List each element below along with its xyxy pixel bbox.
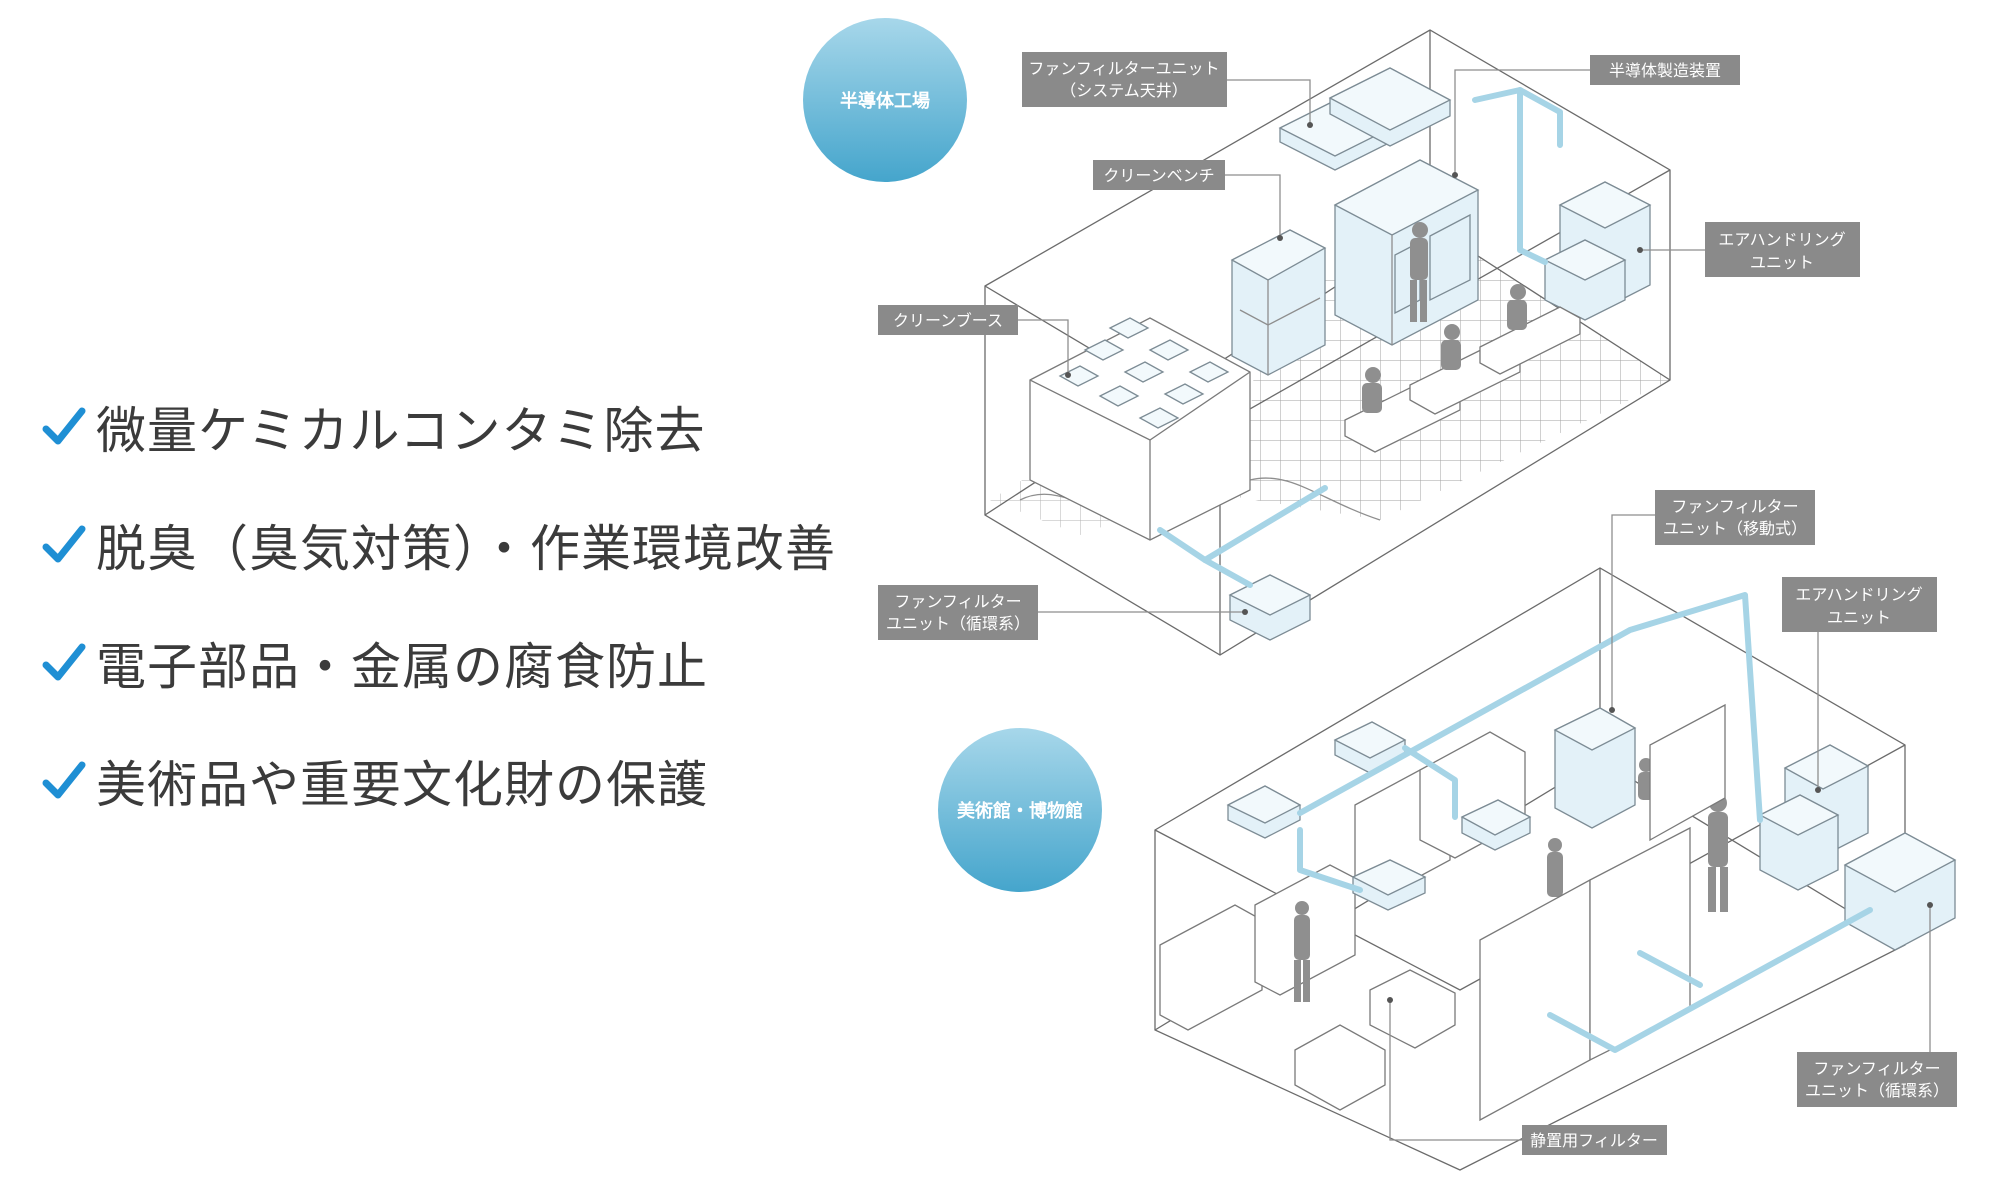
checkmark-icon xyxy=(42,407,86,445)
label-ahu-semiconductor-line1: エアハンドリング xyxy=(1718,230,1845,249)
checkmark-icon xyxy=(42,525,86,563)
semiconductor-topic-circle: 半導体工場 xyxy=(803,18,967,182)
label-ffu-ceiling-line1: ファンフィルターユニット xyxy=(1028,59,1219,78)
label-ffu-ceiling-line2: （システム天井） xyxy=(1060,81,1188,100)
museum-ceiling-ffu xyxy=(1226,721,1532,911)
circulation-ffu-semiconductor xyxy=(1228,574,1312,641)
clean-booth xyxy=(1029,317,1251,541)
label-semiconductor-equipment: 半導体製造装置 xyxy=(1609,61,1721,80)
ceiling-ffu-panels xyxy=(1278,67,1452,171)
semiconductor-ahu xyxy=(1543,181,1652,321)
benefit-text: 電子部品・金属の腐食防止 xyxy=(96,638,708,696)
museum-display-cases xyxy=(1159,731,1526,1031)
label-ahu-semiconductor-line2: ユニット xyxy=(1750,253,1814,272)
museum-topic-circle: 美術館・博物館 xyxy=(938,728,1102,892)
label-static-filter: 静置用フィルター xyxy=(1530,1131,1658,1150)
booth-filter-panels xyxy=(1058,317,1230,429)
label-ffu-circulation-semiconductor-line1: ファンフィルター xyxy=(894,592,1021,611)
worker-figures xyxy=(1362,222,1527,413)
museum-ffu-circulation xyxy=(1843,832,1957,951)
clean-bench xyxy=(1230,229,1327,376)
label-ahu-museum-line2: ユニット xyxy=(1827,608,1891,627)
benefit-list: 微量ケミカルコンタミ除去 脱臭（臭気対策）・作業環境改善 電子部品・金属の腐食防… xyxy=(40,368,836,840)
semiconductor-title: 半導体工場 xyxy=(840,90,930,112)
checkmark-icon xyxy=(42,761,86,799)
label-ahu-museum-line1: エアハンドリング xyxy=(1795,585,1922,604)
label-clean-booth: クリーンブース xyxy=(893,311,1003,330)
label-ffu-circulation-semiconductor-line2: ユニット（循環系） xyxy=(886,614,1030,633)
label-ffu-mobile-line2: ユニット（移動式） xyxy=(1663,519,1807,538)
benefit-item: 微量ケミカルコンタミ除去 xyxy=(40,368,836,486)
benefit-text: 脱臭（臭気対策）・作業環境改善 xyxy=(96,520,836,578)
benefit-item: 電子部品・金属の腐食防止 xyxy=(40,604,836,722)
semiconductor-workers xyxy=(1344,222,1581,453)
museum-pedestals xyxy=(1294,969,1456,1111)
benefit-text: 美術品や重要文化財の保護 xyxy=(96,756,708,814)
label-ffu-mobile-line1: ファンフィルター xyxy=(1671,497,1798,516)
benefit-item: 脱臭（臭気対策）・作業環境改善 xyxy=(40,486,836,604)
museum-callouts: ファンフィルター ユニット（移動式） エアハンドリング ユニット ファンフィルタ… xyxy=(1387,490,1957,1155)
semiconductor-callouts: ファンフィルターユニット （システム天井） 半導体製造装置 クリーンベンチ エア… xyxy=(878,52,1860,640)
museum-scene: 美術館・博物館 ファンフィルター ユニット（移動式） エアハンドリング ユニット… xyxy=(938,490,1957,1171)
semiconductor-ducts xyxy=(1157,87,1563,588)
museum-title: 美術館・博物館 xyxy=(957,800,1083,822)
label-clean-bench: クリーンベンチ xyxy=(1103,166,1214,185)
semiconductor-scene: 半導体工場 ファンフィルターユニット （システム天井） 半導体製造装置 クリーン… xyxy=(803,18,1860,656)
museum-ducts xyxy=(1297,592,1873,1053)
benefit-text: 微量ケミカルコンタミ除去 xyxy=(96,402,706,460)
label-ffu-circulation-museum-line2: ユニット（循環系） xyxy=(1805,1081,1949,1100)
museum-partitions xyxy=(1479,703,1726,1122)
label-ffu-circulation-museum-line1: ファンフィルター xyxy=(1813,1059,1940,1078)
benefit-item: 美術品や重要文化財の保護 xyxy=(40,722,836,840)
museum-ffu-mobile xyxy=(1553,707,1637,829)
museum-ahu xyxy=(1758,744,1870,891)
checkmark-icon xyxy=(42,643,86,681)
